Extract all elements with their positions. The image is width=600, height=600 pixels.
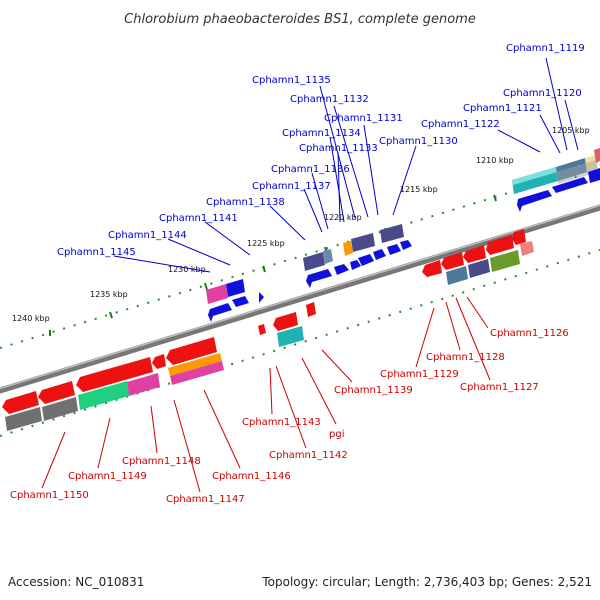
forward-genes — [206, 148, 600, 322]
tick-label-1235: 1235 kbp — [90, 290, 128, 299]
gene-label-1137[interactable]: Cphamn1_1137 — [252, 181, 331, 192]
gene-arrow-red-m1 — [306, 302, 316, 317]
gene-label-1130[interactable]: Cphamn1_1130 — [379, 136, 458, 147]
forward-connectors — [113, 57, 579, 273]
gene-arrow-blue-top-3 — [588, 168, 600, 183]
gene-label-1148[interactable]: Cphamn1_1148 — [122, 456, 201, 467]
tick-label-1205: 1205 kbp — [552, 126, 590, 135]
gene-label-1145[interactable]: Cphamn1_1145 — [57, 247, 136, 258]
gene-arrow-red-l3 — [76, 357, 153, 392]
gene-label-1128[interactable]: Cphamn1_1128 — [426, 352, 505, 363]
gene-arrow-blue-m3 — [350, 260, 361, 270]
gene-label-1149[interactable]: Cphamn1_1149 — [68, 471, 147, 482]
gene-block-magenta-2 — [127, 373, 160, 396]
tick-label-1230: 1230 kbp — [168, 265, 206, 274]
gene-block-cyan-bottom — [277, 326, 304, 347]
gene-label-1120[interactable]: Cphamn1_1120 — [503, 88, 582, 99]
gene-arrow-red-r3 — [441, 252, 464, 270]
gene-arrow-blue-m1 — [306, 269, 332, 288]
gene-block-pink-top — [594, 148, 600, 163]
gene-label-1129[interactable]: Cphamn1_1129 — [380, 369, 459, 380]
gene-arrow-red-r5 — [512, 229, 526, 245]
gene-label-1132[interactable]: Cphamn1_1132 — [290, 94, 369, 105]
gene-arrow-red-r4 — [422, 260, 442, 277]
reverse-gene-labels: Cphamn1_1126 Cphamn1_1127 Cphamn1_1128 C… — [10, 328, 569, 505]
gene-arrow-blue-l1 — [208, 303, 232, 322]
gene-arrow-blue-m5 — [373, 249, 386, 260]
forward-gene-labels: Cphamn1_1119 Cphamn1_1120 Cphamn1_1121 C… — [57, 43, 585, 258]
gene-arrow-red-l2 — [152, 354, 166, 369]
gene-block-purple-2 — [351, 233, 375, 252]
gene-label-1138[interactable]: Cphamn1_1138 — [206, 197, 285, 208]
gene-arrow-blue-m6 — [387, 244, 401, 255]
genome-stats-text: Topology: circular; Length: 2,736,403 bp… — [261, 575, 592, 589]
gene-label-1134[interactable]: Cphamn1_1134 — [282, 128, 361, 139]
tick-label-1225: 1225 kbp — [247, 239, 285, 248]
gene-block-orange-bottom — [168, 353, 222, 376]
gene-block-magenta-bottom — [170, 361, 224, 385]
gene-arrow-red-r1 — [486, 235, 514, 255]
gene-label-1126[interactable]: Cphamn1_1126 — [490, 328, 569, 339]
reverse-genes — [2, 229, 534, 431]
gene-arrow-blue-m4 — [358, 254, 374, 266]
gene-block-grey-1 — [42, 397, 78, 421]
gene-label-1122[interactable]: Cphamn1_1122 — [421, 119, 500, 130]
gene-block-slate-bottom — [446, 266, 468, 285]
gene-block-steel — [323, 249, 333, 264]
gene-arrow-red-r2 — [463, 245, 486, 263]
gene-arrow-red-m3 — [258, 324, 266, 335]
gene-label-1141[interactable]: Cphamn1_1141 — [159, 213, 238, 224]
gene-arrow-blue-m7 — [400, 240, 412, 250]
gene-label-1136[interactable]: Cphamn1_1136 — [271, 164, 350, 175]
tick-label-1210: 1210 kbp — [476, 156, 514, 165]
gene-block-purple-1 — [303, 252, 325, 271]
gene-block-cyan-top — [512, 167, 558, 194]
gene-label-1139[interactable]: Cphamn1_1139 — [334, 385, 413, 396]
gene-arrow-blue-m2 — [334, 264, 349, 275]
gene-block-pink-bottom — [520, 241, 534, 256]
accession-text: Accession: NC_010831 — [8, 575, 144, 589]
gene-arrow-blue-l3 — [259, 292, 264, 303]
gene-arrow-red-l5 — [2, 391, 39, 414]
map-title: Chlorobium phaeobacteroides BS1, complet… — [124, 12, 476, 27]
gene-label-1131[interactable]: Cphamn1_1131 — [324, 113, 403, 124]
gene-arrow-red-m2 — [273, 312, 298, 331]
gene-label-1119[interactable]: Cphamn1_1119 — [506, 43, 585, 54]
tick-label-1215: 1215 kbp — [400, 185, 438, 194]
gene-label-pgi[interactable]: pgi — [329, 429, 344, 440]
tick-labels: 1240 kbp 1235 kbp 1230 kbp 1225 kbp 1220… — [12, 126, 590, 323]
tick-label-1240: 1240 kbp — [12, 314, 50, 323]
gene-arrow-blue-top-2 — [552, 177, 588, 193]
gene-label-1127[interactable]: Cphamn1_1127 — [460, 382, 539, 393]
gene-label-1146[interactable]: Cphamn1_1146 — [212, 471, 291, 482]
gene-block-magenta-top — [206, 284, 228, 304]
gene-label-1150[interactable]: Cphamn1_1150 — [10, 490, 89, 501]
gene-label-1135[interactable]: Cphamn1_1135 — [252, 75, 331, 86]
genome-backbone — [0, 204, 600, 394]
gene-label-1143[interactable]: Cphamn1_1143 — [242, 417, 321, 428]
gene-block-orange — [343, 241, 353, 256]
gene-arrow-blue-top-1 — [517, 190, 552, 212]
gene-block-grey-top — [556, 160, 598, 184]
gene-label-1121[interactable]: Cphamn1_1121 — [463, 103, 542, 114]
reverse-connectors — [41, 296, 491, 493]
gene-label-1144[interactable]: Cphamn1_1144 — [108, 230, 187, 241]
gene-block-grey-2 — [5, 407, 42, 431]
gene-block-purple-bottom — [468, 259, 490, 278]
gene-block-navy-top — [226, 279, 245, 297]
gene-label-1142[interactable]: Cphamn1_1142 — [269, 450, 348, 461]
gene-block-purple-3 — [380, 224, 404, 243]
gene-arrow-blue-l2 — [232, 296, 249, 307]
inner-tick-row — [0, 249, 600, 437]
gene-arrow-red-l4 — [38, 381, 75, 404]
gene-block-olive — [490, 250, 520, 272]
gene-label-1147[interactable]: Cphamn1_1147 — [166, 494, 245, 505]
gene-arrow-red-l1 — [166, 337, 217, 365]
gene-block-green — [78, 381, 129, 410]
gene-label-1133[interactable]: Cphamn1_1133 — [299, 143, 378, 154]
